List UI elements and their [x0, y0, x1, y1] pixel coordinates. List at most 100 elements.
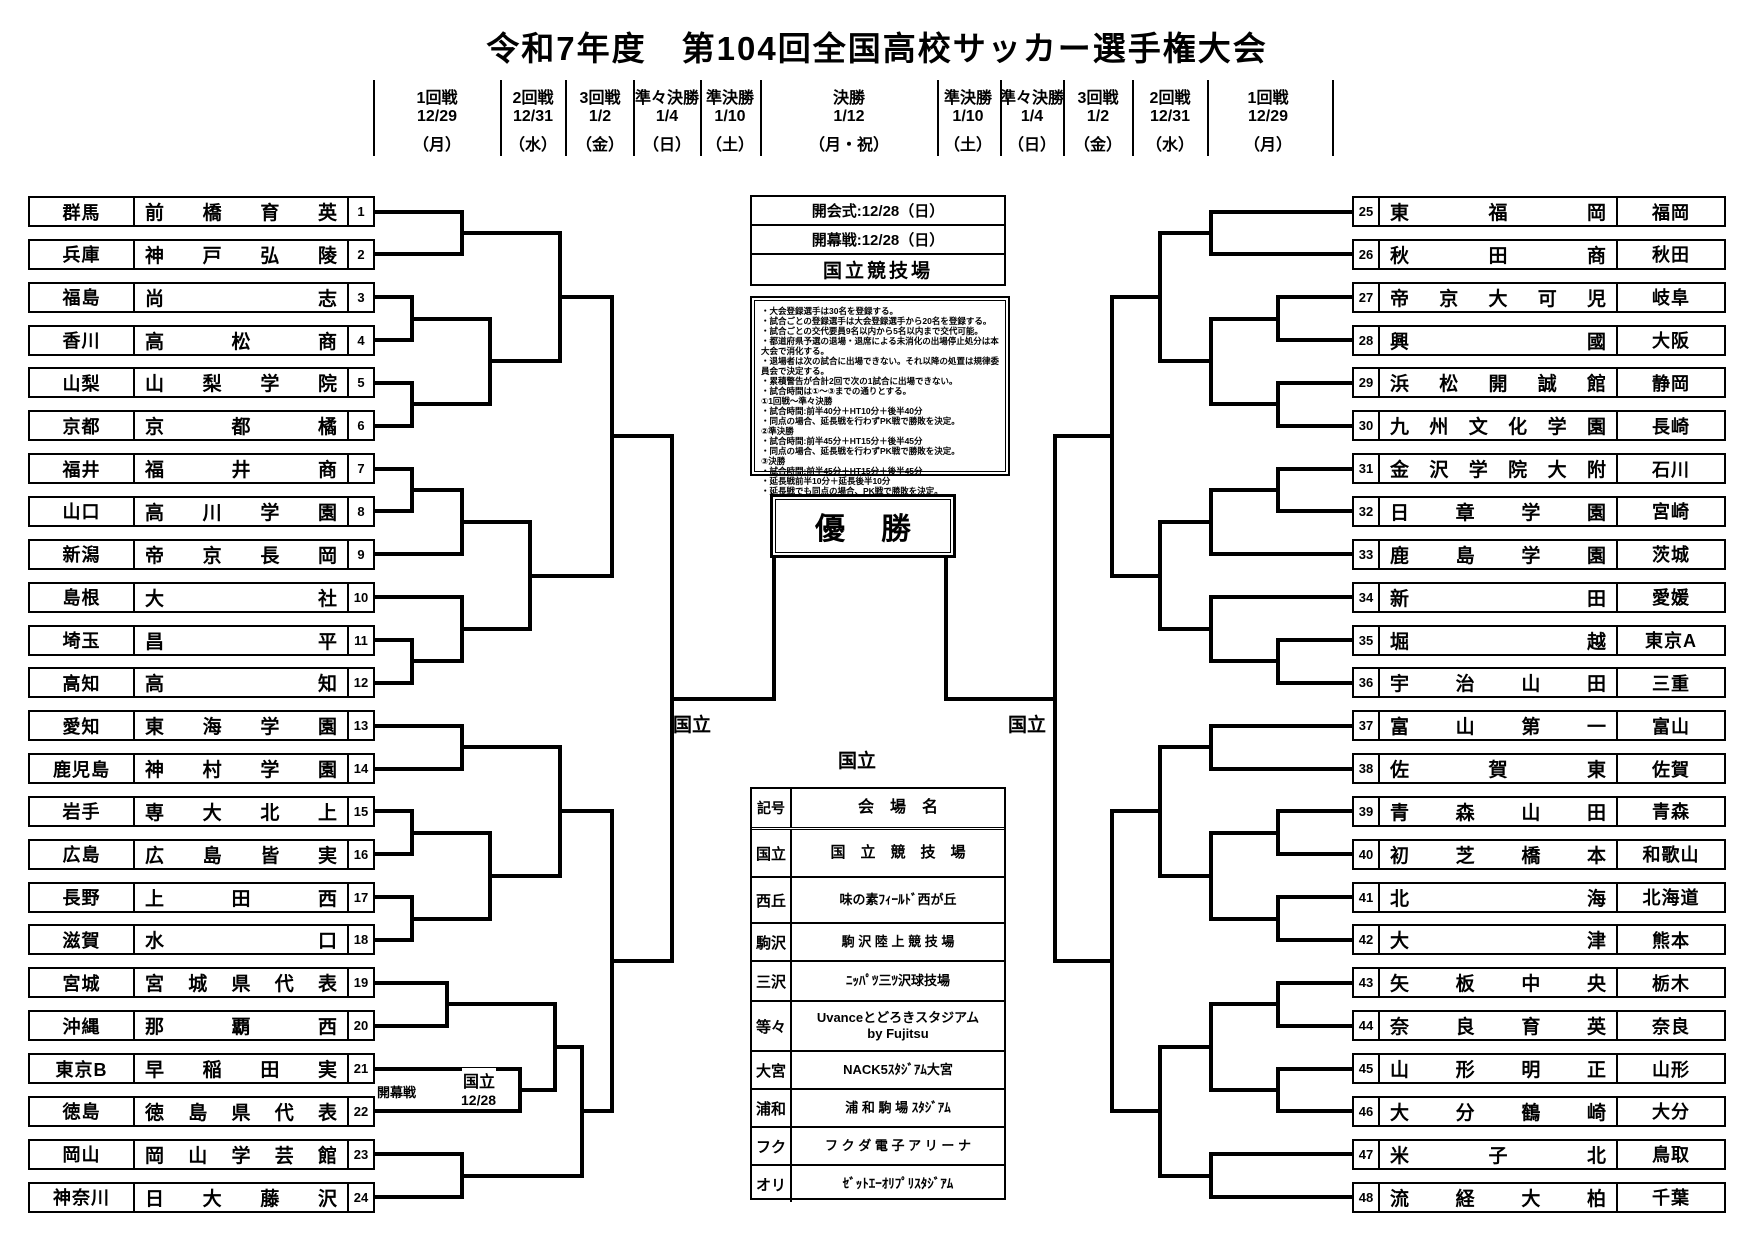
- team-name: 青森山田: [1380, 797, 1618, 825]
- team-number: 8: [357, 503, 365, 519]
- team-name: 神村学園: [135, 755, 349, 783]
- team-prefecture: 長崎: [1652, 416, 1690, 437]
- round-header-label: 3回戦: [1077, 90, 1119, 107]
- bracket-line: [375, 638, 412, 642]
- bracket-line: [1211, 316, 1278, 321]
- venue-name: 駒 沢 陸 上 競 技 場: [841, 933, 955, 949]
- team-prefecture: 山梨: [30, 369, 135, 397]
- bracket-line: [1278, 295, 1352, 300]
- venue-name: 味の素ﾌｨｰﾙﾄﾞ西が丘: [839, 891, 957, 907]
- bracket-line: [1276, 980, 1280, 1028]
- team-prefecture: 京都: [30, 412, 135, 440]
- bracket-line: [375, 1066, 520, 1071]
- bracket-line: [375, 1109, 520, 1114]
- bracket-line: [1278, 638, 1352, 642]
- team-number: 14: [353, 761, 369, 777]
- team-name: 米子北: [1380, 1140, 1618, 1168]
- team-name: 福井商: [135, 455, 349, 483]
- bracket-line: [462, 230, 560, 235]
- team-prefecture: 佐賀: [1652, 759, 1690, 780]
- bracket-line: [1158, 230, 1162, 364]
- bracket-line: [412, 830, 490, 835]
- bracket-line: [1276, 638, 1280, 685]
- team-name: 浜松開誠館: [1380, 369, 1618, 397]
- bracket-line: [1276, 295, 1280, 343]
- bracket-line: [946, 696, 1055, 701]
- team-name: 専大北上: [135, 797, 349, 825]
- bracket-line: [612, 959, 672, 964]
- bracket-line: [412, 916, 490, 921]
- bracket-line: [1160, 873, 1211, 878]
- venue-name: ｾﾞｯﾄｴｰｵﾘﾌﾟﾘｽﾀｼﾞｱﾑ: [842, 1175, 954, 1191]
- bracket-line: [375, 1023, 447, 1028]
- team-prefecture: 愛媛: [1652, 588, 1690, 609]
- team-prefecture: 福井: [30, 455, 135, 483]
- team-name: 金沢学院大附: [1380, 455, 1618, 483]
- team-name: 堀越: [1380, 626, 1618, 654]
- bracket-line: [1211, 1152, 1352, 1157]
- team-prefecture: 石川: [1652, 459, 1690, 480]
- team-number: 16: [353, 846, 369, 862]
- team-name: 宮城県代表: [135, 969, 349, 997]
- bracket-line: [1112, 809, 1160, 814]
- bracket-line: [1211, 1002, 1278, 1007]
- team-prefecture: 富山: [1652, 716, 1690, 737]
- team-number: 38: [1354, 755, 1380, 783]
- round-header-date: 1/12: [833, 108, 865, 125]
- bracket-line: [944, 550, 948, 701]
- bracket-line: [375, 423, 412, 428]
- round-header-day: （水）: [508, 137, 557, 154]
- team-prefecture: 奈良: [1652, 1016, 1690, 1037]
- team-name: 新田: [1380, 583, 1618, 611]
- venue-name: NACK5ｽﾀｼﾞｱﾑ大宮: [843, 1061, 953, 1077]
- header-separator: [1063, 80, 1065, 156]
- team-number: 9: [357, 546, 365, 562]
- bracket-line: [1211, 1195, 1352, 1200]
- team-prefecture: 北海道: [1642, 888, 1700, 909]
- bracket-line: [375, 295, 412, 300]
- team-name: 早稲田実: [135, 1055, 349, 1082]
- team-number: 1: [357, 204, 365, 219]
- team-number: 45: [1354, 1055, 1380, 1082]
- round-header-day: （月）: [1243, 137, 1292, 154]
- team-prefecture: 東京B: [30, 1055, 135, 1082]
- round-header-day: （日）: [1007, 137, 1056, 154]
- bracket-line: [375, 552, 462, 557]
- opening-match-label: 開幕戦: [376, 1082, 418, 1101]
- bracket-line: [1276, 380, 1280, 428]
- team-prefecture: 静岡: [1652, 373, 1690, 394]
- bracket-line: [1209, 723, 1213, 771]
- final-venue-label: 国立: [838, 751, 877, 772]
- bracket-line: [1278, 980, 1352, 985]
- team-prefecture: 茨城: [1652, 545, 1690, 566]
- rules-box: ・大会登録選手は30名を登録する。 ・試合ごとの登録選手は大会登録選手から20名…: [750, 296, 1010, 496]
- team-name: 北海: [1380, 883, 1618, 911]
- round-header-label: 3回戦: [579, 90, 621, 107]
- team-name: 東海学園: [135, 712, 349, 740]
- round-header-label: 準々決勝: [999, 90, 1064, 107]
- venue-table: 記号会 場 名国立国 立 競 技 場西丘味の素ﾌｨｰﾙﾄﾞ西が丘駒沢駒 沢 陸 …: [750, 787, 1006, 1202]
- team-prefecture: 愛知: [30, 712, 135, 740]
- round-header-day: （土）: [705, 137, 754, 154]
- venue-sign: 記号: [752, 789, 792, 827]
- bracket-line: [375, 680, 412, 685]
- bracket-line: [1278, 466, 1352, 471]
- rules-text: ・大会登録選手は30名を登録する。 ・試合ごとの登録選手は大会登録選手から20名…: [754, 300, 1006, 496]
- venue-name: 会 場 名: [857, 799, 938, 816]
- team-prefecture: 鳥取: [1652, 1145, 1690, 1166]
- team-prefecture: 秋田: [1652, 245, 1690, 266]
- team-name: 広島皆実: [135, 840, 349, 868]
- team-number: 11: [354, 632, 368, 648]
- bracket-line: [412, 659, 462, 664]
- team-prefecture: 高知: [30, 669, 135, 697]
